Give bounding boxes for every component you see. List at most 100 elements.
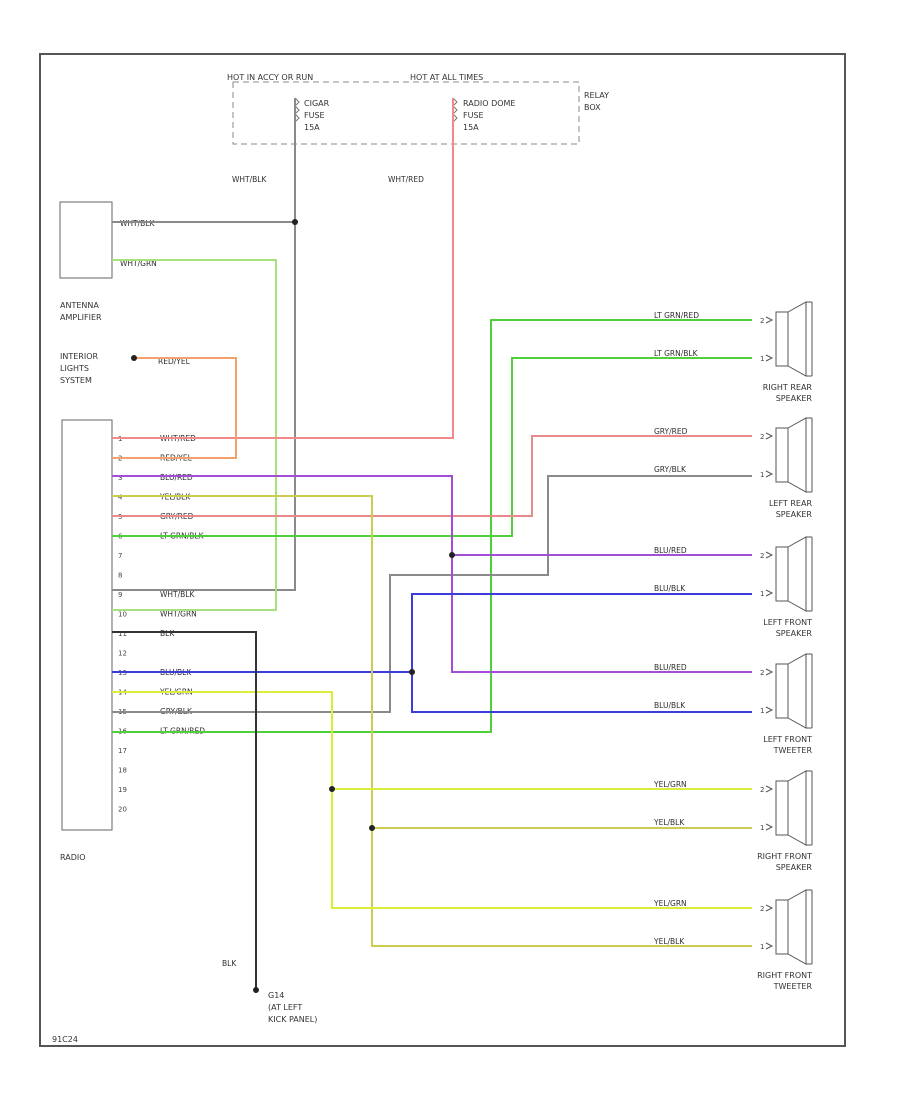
wire-junction-dot	[292, 219, 298, 225]
wire-blk-ground	[112, 631, 257, 990]
wire-ltgrnblk	[112, 357, 752, 537]
ground-label-3: KICK PANEL)	[268, 1015, 317, 1024]
wire-whtred	[112, 98, 454, 439]
speaker-pin-top: 2	[760, 786, 764, 794]
wire-whtgrn-antenna	[112, 259, 277, 611]
antenna-wire-top-label: WHT/BLK	[120, 219, 155, 228]
wire-blured	[112, 475, 752, 673]
speaker-magnet-icon	[775, 427, 789, 483]
radio-pin-number: 3	[118, 474, 122, 482]
wire-blublk	[112, 671, 752, 713]
speaker-label: TWEETER	[773, 982, 813, 991]
speaker-terminal-icon	[765, 551, 774, 559]
cigar-fuse-label-2: FUSE	[304, 111, 325, 120]
speaker-pin-bottom: 1	[760, 824, 764, 832]
speaker-label: TWEETER	[773, 746, 813, 755]
speaker-terminal-icon	[765, 470, 774, 478]
radio-pin-wire-label: BLK	[160, 629, 175, 638]
diagram-id: 91C24	[52, 1035, 78, 1044]
speaker-cone-cap-icon	[806, 301, 812, 377]
radio-pin-number: 9	[118, 591, 122, 599]
ground-label-1: G14	[268, 991, 284, 1000]
speaker-cone-cap-icon	[806, 536, 812, 612]
fuse-wire-left-label: WHT/BLK	[232, 175, 267, 184]
speaker-cone-cap-icon	[806, 889, 812, 965]
speaker-terminal-icon	[765, 942, 774, 950]
antenna-amplifier-box	[59, 201, 113, 279]
speaker-wire-bottom-label: GRY/BLK	[654, 465, 687, 474]
radio-pin-wire-label: WHT/BLK	[160, 590, 195, 599]
speaker-wire-bottom-label: BLU/BLK	[654, 584, 686, 593]
speaker-pin-top: 2	[760, 317, 764, 325]
radio-pin-number: 4	[118, 494, 123, 502]
relay-box-label-1: RELAY	[584, 91, 609, 100]
speaker-pin-bottom: 1	[760, 590, 764, 598]
speaker-label: LEFT FRONT	[763, 618, 812, 627]
speaker-wire-bottom-label: YEL/BLK	[653, 937, 685, 946]
cigar-fuse-symbol	[294, 97, 300, 123]
antenna-label-2: AMPLIFIER	[60, 313, 102, 322]
speaker-cone-cap-icon	[806, 417, 812, 493]
speaker-wire-bottom-label: LT GRN/BLK	[654, 349, 699, 358]
radio-pin-number: 11	[118, 630, 127, 638]
wire-gryblk	[112, 475, 752, 713]
radio-dome-fuse-label-1: RADIO DOME	[463, 99, 515, 108]
speaker-cone-cap-icon	[806, 653, 812, 729]
radio-pin-wire-label: BLU/RED	[160, 473, 193, 482]
wire-junction-dot	[131, 355, 137, 361]
cigar-fuse-label-3: 15A	[304, 123, 320, 132]
wire-yelblk	[112, 495, 752, 947]
radio-box	[61, 419, 113, 831]
interior-lights-system: INTERIOR LIGHTS SYSTEM RED/YEL	[60, 352, 191, 385]
antenna-label-1: ANTENNA	[60, 301, 99, 310]
diagram-frame	[39, 53, 846, 1047]
ground-wire-label: BLK	[222, 959, 237, 968]
radio-pin-number: 18	[118, 767, 127, 775]
radio-label: RADIO	[60, 853, 86, 862]
speaker-cone-icon	[787, 301, 807, 377]
interior-label-1: INTERIOR	[60, 352, 99, 361]
speaker-terminal-icon	[765, 354, 774, 362]
speaker-cone-icon	[787, 653, 807, 729]
speaker-wire-top-label: LT GRN/RED	[654, 311, 699, 320]
speaker-terminal-icon	[765, 668, 774, 676]
speaker-terminal-icon	[765, 706, 774, 714]
speaker-pin-top: 2	[760, 669, 764, 677]
speaker-pin-top: 2	[760, 552, 764, 560]
speaker-label: LEFT FRONT	[763, 735, 812, 744]
speaker-label: SPEAKER	[776, 629, 813, 638]
antenna-amplifier: ANTENNA AMPLIFIER WHT/BLK WHT/GRN	[59, 201, 157, 322]
speaker-terminal-icon	[765, 432, 774, 440]
radio-pin-number: 17	[118, 747, 127, 755]
speaker-terminal-icon	[765, 785, 774, 793]
radio-pin-number: 12	[118, 650, 127, 658]
interior-label-3: SYSTEM	[60, 376, 92, 385]
wire-junction-dot	[409, 669, 415, 675]
antenna-wire-bottom-label: WHT/GRN	[120, 259, 157, 268]
speaker-cone-icon	[787, 536, 807, 612]
fuse-box-left-header: HOT IN ACCY OR RUN	[227, 73, 313, 82]
wire-whtblk-fuse	[112, 98, 296, 591]
speaker-pin-bottom: 1	[760, 355, 764, 363]
wire-redyel	[112, 357, 237, 459]
speaker-label: RIGHT FRONT	[757, 971, 812, 980]
radio-dome-fuse-symbol	[452, 97, 458, 123]
cigar-fuse-label-1: CIGAR	[304, 99, 330, 108]
speaker-cone-cap-icon	[806, 770, 812, 846]
speaker-wire-top-label: YEL/GRN	[653, 780, 687, 789]
fuse-wire-right-label: WHT/RED	[388, 175, 424, 184]
wire-junction-dot	[369, 825, 375, 831]
speaker-pin-bottom: 1	[760, 707, 764, 715]
speaker-magnet-icon	[775, 546, 789, 602]
speaker-terminal-icon	[765, 823, 774, 831]
speaker-pin-bottom: 1	[760, 943, 764, 951]
fuse-box-right-header: HOT AT ALL TIMES	[410, 73, 483, 82]
radio-dome-fuse-label-3: 15A	[463, 123, 479, 132]
speaker-label: SPEAKER	[776, 510, 813, 519]
